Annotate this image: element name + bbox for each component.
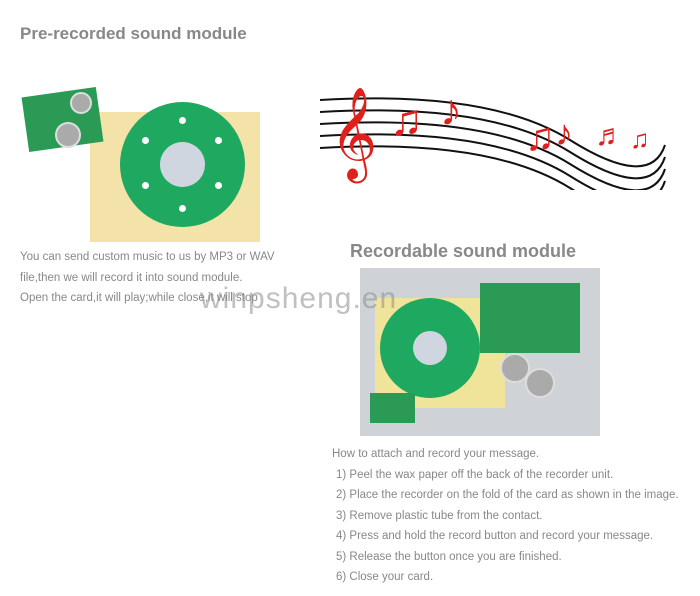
record-button-board bbox=[370, 393, 415, 423]
instruction-step: 5) Release the button once you are finis… bbox=[336, 550, 562, 563]
speaker bbox=[120, 102, 245, 227]
speaker bbox=[380, 298, 480, 398]
treble-clef-icon: 𝄞 bbox=[330, 88, 377, 183]
speaker-cone bbox=[413, 331, 447, 365]
battery bbox=[70, 92, 92, 114]
battery bbox=[525, 368, 555, 398]
speaker-cone bbox=[160, 142, 205, 187]
svg-text:♪: ♪ bbox=[440, 86, 462, 135]
prerecorded-module-photo bbox=[20, 62, 280, 252]
pcb-board bbox=[480, 283, 580, 353]
battery bbox=[55, 122, 81, 148]
instruction-step: 1) Peel the wax paper off the back of th… bbox=[336, 468, 614, 481]
recordable-module-photo bbox=[360, 268, 600, 436]
instruction-step: 3) Remove plastic tube from the contact. bbox=[336, 509, 543, 522]
instruction-step: 2) Place the recorder on the fold of the… bbox=[336, 489, 679, 501]
svg-text:♪: ♪ bbox=[555, 112, 573, 153]
instructions-heading: How to attach and record your message. bbox=[332, 448, 540, 460]
battery bbox=[500, 353, 530, 383]
description-line: file,then we will record it into sound m… bbox=[20, 271, 243, 284]
prerecorded-title: Pre-recorded sound module bbox=[20, 24, 247, 43]
description-line: Open the card,it will play;while close,i… bbox=[20, 292, 258, 304]
instructions: How to attach and record your message. 1… bbox=[332, 444, 679, 588]
recordable-title: Recordable sound module bbox=[350, 241, 577, 261]
svg-text:♫: ♫ bbox=[525, 115, 555, 159]
instruction-step: 4) Press and hold the record button and … bbox=[336, 530, 654, 542]
watermark: winpsheng.en bbox=[200, 282, 398, 315]
svg-text:♬: ♬ bbox=[595, 119, 625, 152]
instruction-step: 6) Close your card. bbox=[336, 571, 434, 583]
description-line: You can send custom music to us by MP3 o… bbox=[20, 251, 275, 263]
svg-text:♫: ♫ bbox=[630, 124, 650, 154]
prerecorded-description: You can send custom music to us by MP3 o… bbox=[20, 247, 275, 309]
music-notes-illustration: 𝄞 ♫♪ ♫♪ ♬♫ bbox=[319, 86, 666, 190]
svg-text:♫: ♫ bbox=[390, 96, 423, 145]
